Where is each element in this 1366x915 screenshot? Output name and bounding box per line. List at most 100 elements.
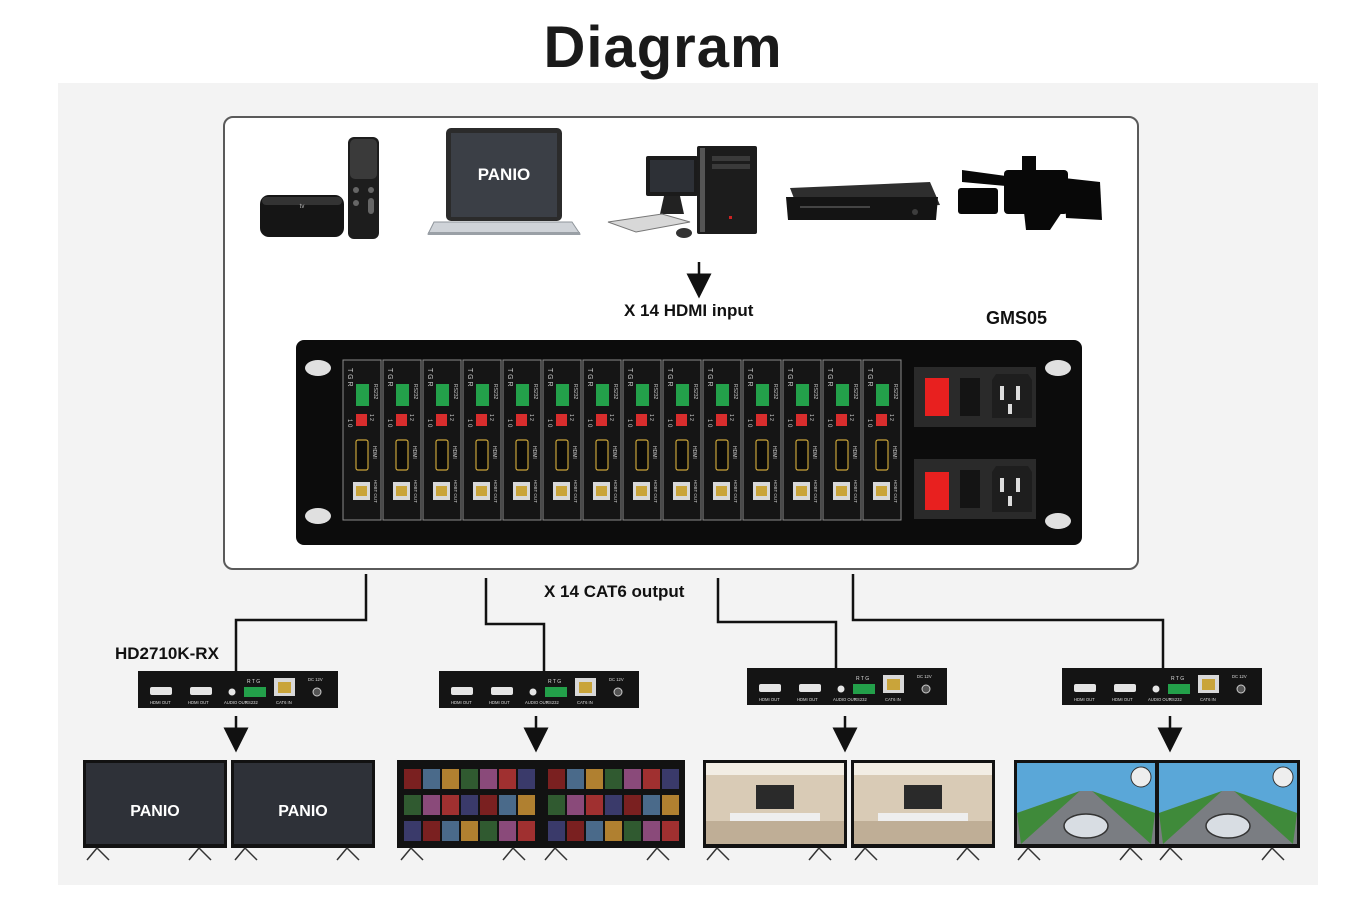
hdbt-label: HDBT OUT <box>853 480 858 503</box>
mounting-hole <box>305 508 331 524</box>
rs232-label: RS232 <box>892 384 898 400</box>
port-label: DC 12V <box>917 674 932 679</box>
hdmi-port <box>595 439 609 471</box>
audio-jack <box>228 688 236 696</box>
terminal-pins-label: R T G <box>247 679 260 685</box>
hdmi-out-port <box>190 687 212 695</box>
terminal-label: T G R <box>546 368 553 387</box>
terminal-label: T G R <box>866 368 873 387</box>
hdbt-label: HDBT OUT <box>373 480 378 503</box>
dip-number-label: 1 2 <box>568 414 574 421</box>
terminal-label: T G R <box>466 368 473 387</box>
terminal-label: T G R <box>826 368 833 387</box>
terminal-label: T G R <box>426 368 433 387</box>
dip-number-label: 1 2 <box>688 414 694 421</box>
terminal-block <box>436 384 449 406</box>
dip-label: 1 0 <box>586 419 592 428</box>
rs232-label: RS232 <box>772 384 778 400</box>
port-label: RS232 <box>854 697 867 702</box>
hdmi-port <box>875 439 889 471</box>
display-tv <box>541 760 685 861</box>
dip-switch <box>596 414 607 426</box>
mounting-hole <box>1045 513 1071 529</box>
hdmi-out-port <box>1114 684 1136 692</box>
hdmi-out-port <box>1074 684 1096 692</box>
dip-switch <box>556 414 567 426</box>
hdmi-label: HDMI <box>811 446 817 459</box>
serial-terminal <box>545 687 567 697</box>
dip-number-label: 1 2 <box>768 414 774 421</box>
hdmi-port <box>715 439 729 471</box>
terminal-block <box>836 384 849 406</box>
dip-switch <box>676 414 687 426</box>
dip-label: 1 0 <box>346 419 352 428</box>
display-tv <box>1156 760 1300 861</box>
terminal-label: T G R <box>586 368 593 387</box>
display-tv: PANIO <box>231 760 375 861</box>
port-label: DC 12V <box>1232 674 1247 679</box>
hdmi-port <box>835 439 849 471</box>
serial-terminal <box>244 687 266 697</box>
port-label: RS232 <box>1169 697 1182 702</box>
rs232-label: RS232 <box>372 384 378 400</box>
hdmi-port <box>795 439 809 471</box>
port-label: CAT6 IN <box>577 700 593 705</box>
terminal-label: T G R <box>786 368 793 387</box>
apple-tv-icon: tv <box>260 137 379 239</box>
dip-switch <box>516 414 527 426</box>
terminal-pins-label: R T G <box>856 676 869 682</box>
terminal-label: T G R <box>346 368 353 387</box>
port-label: HDMI OUT <box>1112 697 1133 702</box>
port-label: HDMI OUT <box>150 700 171 705</box>
terminal-label: T G R <box>626 368 633 387</box>
terminal-block <box>636 384 649 406</box>
dip-number-label: 1 2 <box>608 414 614 421</box>
dip-switch <box>836 414 847 426</box>
port-label: CAT6 IN <box>276 700 292 705</box>
rs232-label: RS232 <box>532 384 538 400</box>
dip-number-label: 1 2 <box>488 414 494 421</box>
rs232-label: RS232 <box>692 384 698 400</box>
hdmi-out-port <box>150 687 172 695</box>
dip-number-label: 1 2 <box>888 414 894 421</box>
dip-switch <box>756 414 767 426</box>
dip-number-label: 1 2 <box>408 414 414 421</box>
terminal-block <box>396 384 409 406</box>
svg-text:tv: tv <box>300 204 305 210</box>
hdmi-out-port <box>799 684 821 692</box>
hdmi-port <box>555 439 569 471</box>
hdmi-label: HDMI <box>451 446 457 459</box>
terminal-label: T G R <box>666 368 673 387</box>
power-rocker-switch <box>925 378 949 416</box>
serial-terminal <box>1168 684 1190 694</box>
dip-label: 1 0 <box>666 419 672 428</box>
hdmi-out-port <box>491 687 513 695</box>
dip-switch <box>396 414 407 426</box>
hdbt-label: HDBT OUT <box>773 480 778 503</box>
terminal-block <box>756 384 769 406</box>
hdmi-port <box>515 439 529 471</box>
dip-number-label: 1 2 <box>528 414 534 421</box>
dip-number-label: 1 2 <box>368 414 374 421</box>
dip-label: 1 0 <box>626 419 632 428</box>
port-label: HDMI OUT <box>188 700 209 705</box>
terminal-block <box>516 384 529 406</box>
hdmi-label: HDMI <box>611 446 617 459</box>
display-tv <box>703 760 847 861</box>
dip-label: 1 0 <box>866 419 872 428</box>
dip-switch <box>436 414 447 426</box>
port-label: RS232 <box>546 700 559 705</box>
dip-label: 1 0 <box>786 419 792 428</box>
screen-panio-logo: PANIO <box>130 803 179 820</box>
power-unit <box>914 367 1036 519</box>
